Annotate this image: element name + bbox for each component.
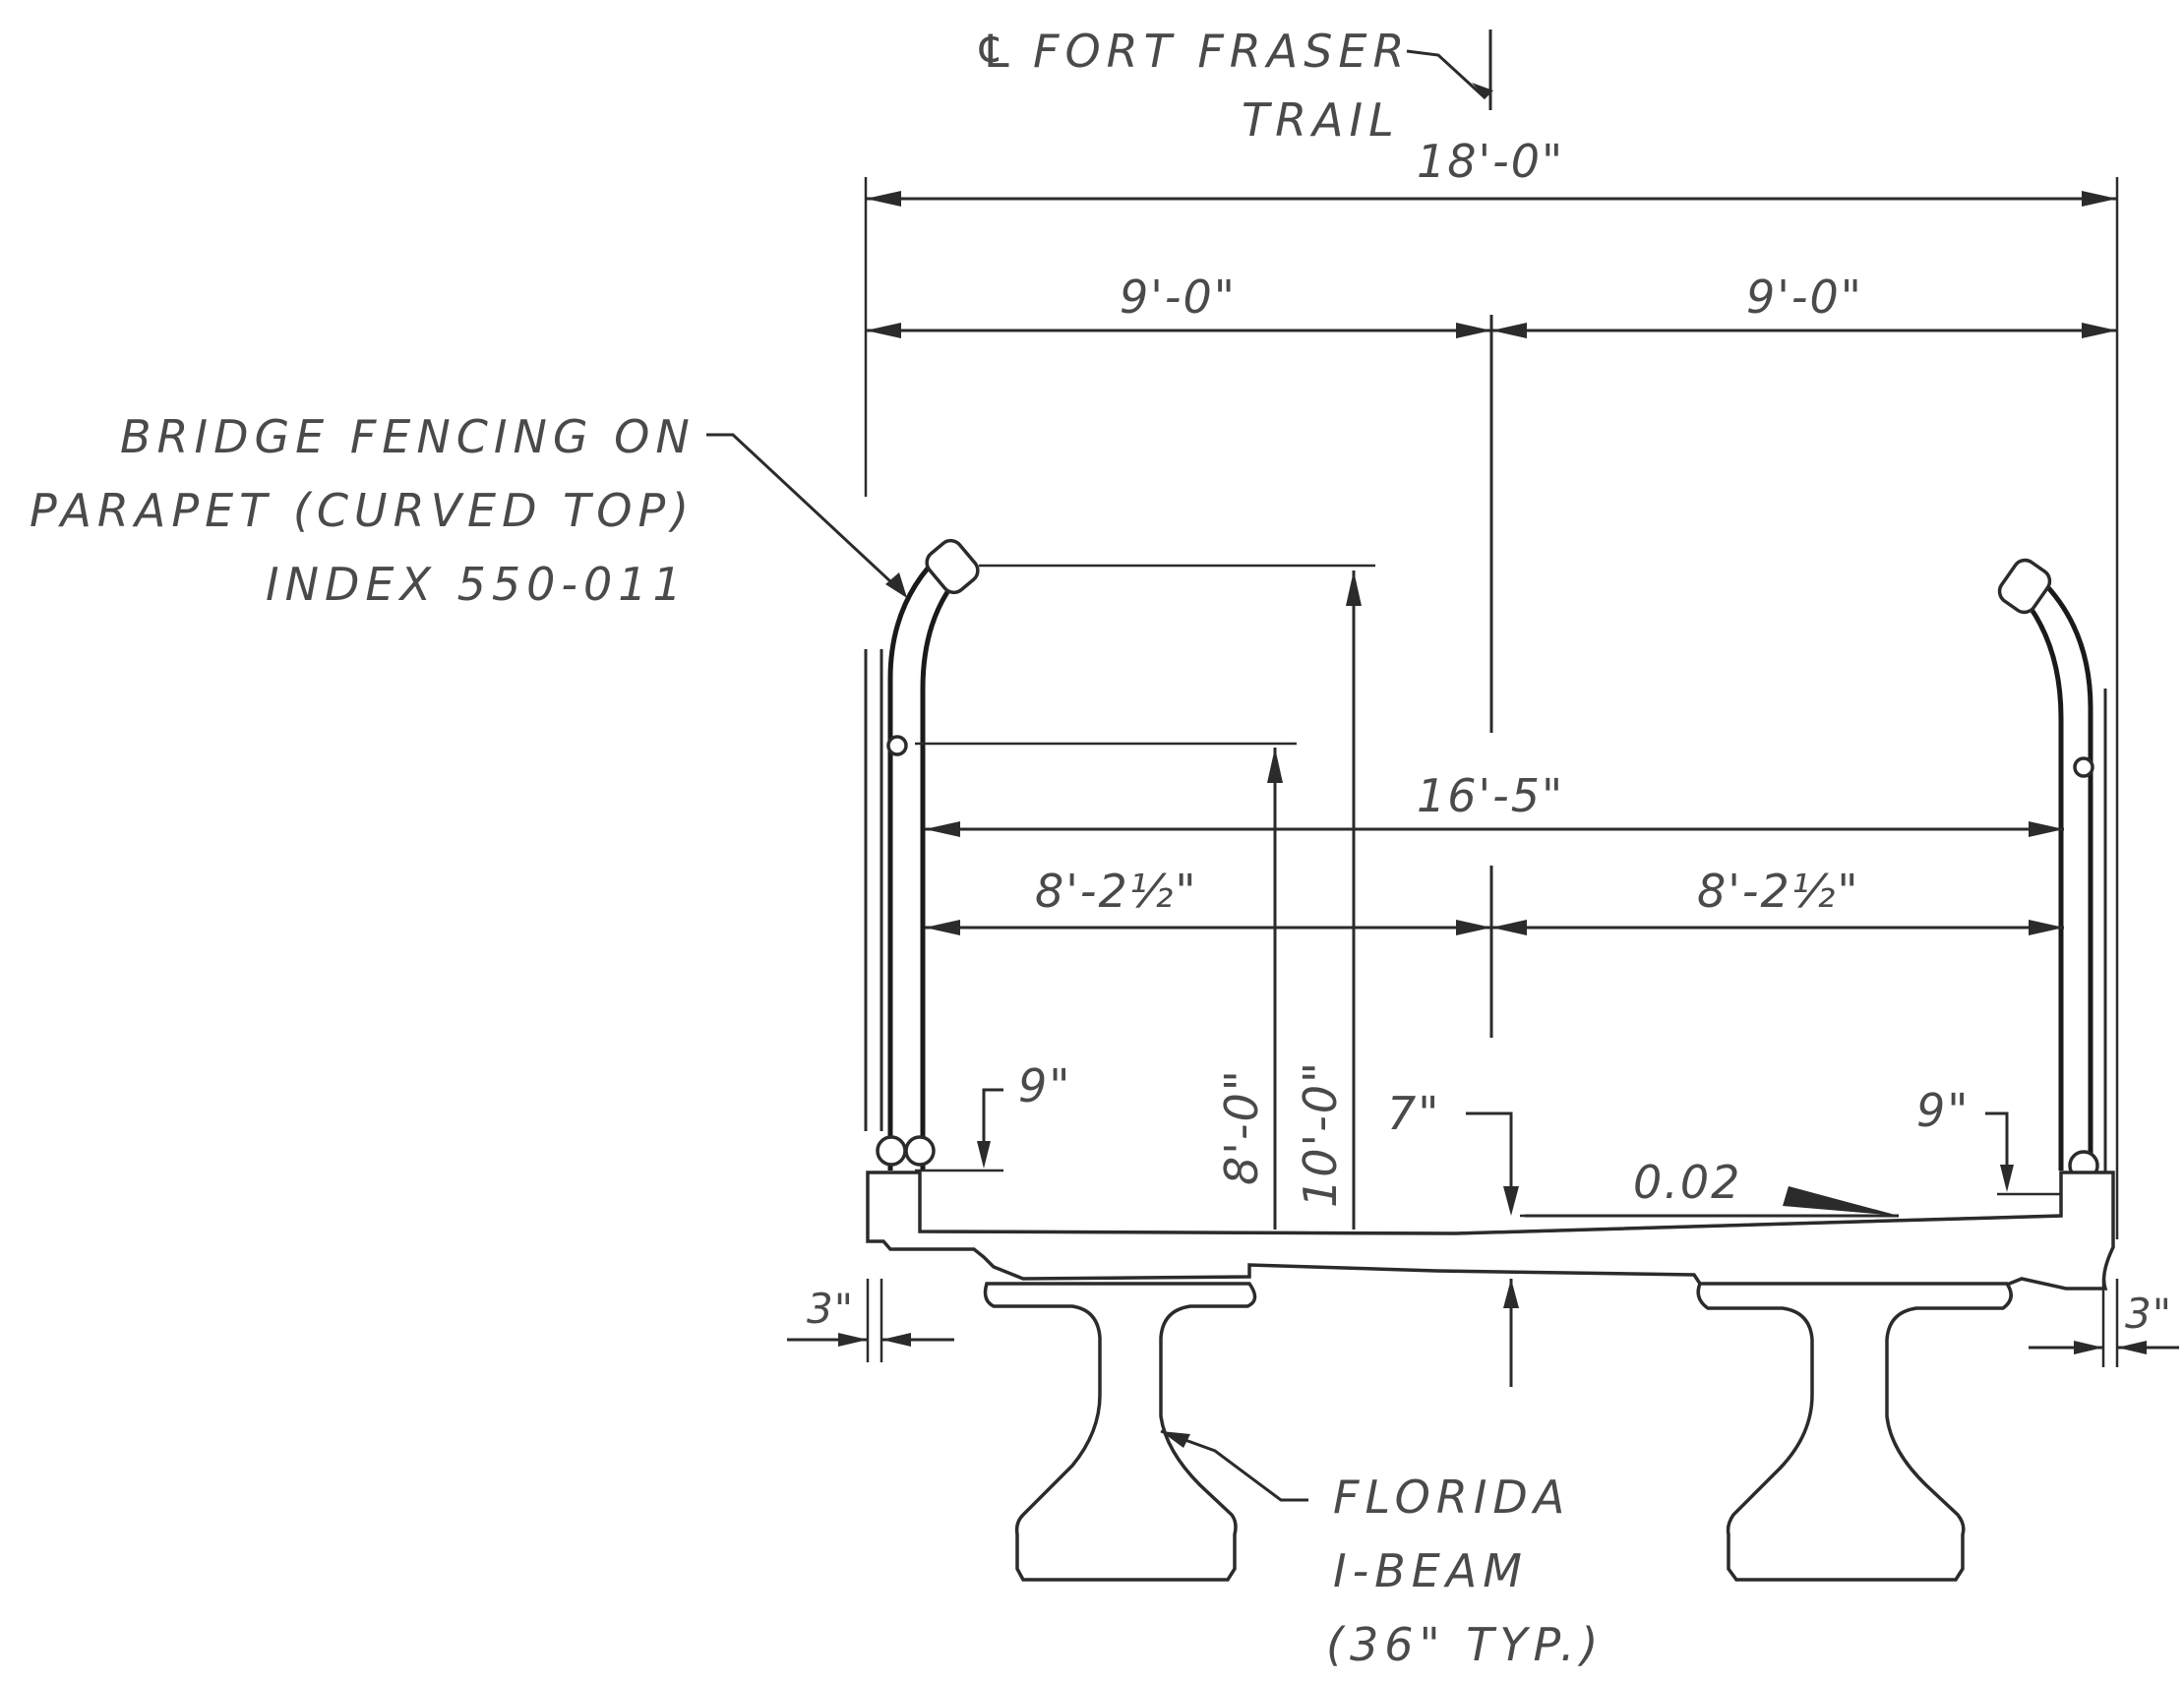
- fencing-label-line3: INDEX 550-011: [266, 558, 688, 611]
- overhang-left-text: 3": [807, 1285, 854, 1333]
- overhang-right-arrow-a: [2074, 1341, 2103, 1354]
- clear-half-arrow-left-inner: [1456, 920, 1491, 935]
- left-fence-rail-bolt: [886, 735, 908, 756]
- centerline-leader-arrowhead: [1472, 83, 1493, 98]
- fence-height-dimensions: 8'-0" 10'-0": [915, 564, 1375, 1230]
- fencing-leader-arrowhead: [885, 572, 907, 598]
- overhang-right-text: 3": [2125, 1290, 2172, 1338]
- parapet-left-arrow: [977, 1141, 991, 1169]
- parapet-height-left: 9": [915, 1059, 1071, 1172]
- left-fence: [864, 538, 980, 1171]
- right-girder-outline: [1696, 1282, 2013, 1582]
- half-width-left-text: 9'-0": [1120, 270, 1237, 324]
- deck-thickness-dimension: 7": [1387, 1087, 1584, 1387]
- overall-arrow-left: [866, 191, 901, 207]
- beam-callout: FLORIDA I-BEAM (36" TYP.): [1160, 1429, 1604, 1671]
- deck-thickness-leader-top: [1466, 1111, 1513, 1190]
- clear-width-text: 16'-5": [1417, 769, 1564, 822]
- left-fence-top-cap: [925, 538, 980, 595]
- clear-half-right-text: 8'-2½": [1697, 865, 1860, 918]
- centerline-callout: ℄ FORT FRASER TRAIL: [974, 25, 1493, 147]
- left-girder-outline: [983, 1282, 1257, 1582]
- deck-thickness-text: 7": [1387, 1087, 1440, 1140]
- fencing-label-line1: BRIDGE FENCING ON: [120, 410, 696, 463]
- deck-top-surface-left: [919, 1230, 1457, 1235]
- fence-height-8-arrow-top: [1267, 748, 1283, 783]
- half-width-right-text: 9'-0": [1746, 270, 1863, 324]
- overall-width-dimension: 18'-0": [864, 135, 2119, 1239]
- right-fence-inner-post: [2015, 588, 2064, 1171]
- overhang-left: 3": [787, 1279, 954, 1362]
- left-fence-inner-post: [920, 564, 971, 1171]
- parapet-height-left-text: 9": [1018, 1059, 1071, 1112]
- half-arrow-left-inner: [1456, 323, 1491, 338]
- parapet-left-leader: [982, 1088, 1003, 1161]
- deck-thickness-arrow-top: [1503, 1186, 1519, 1216]
- parapet-height-right-text: 9": [1916, 1084, 1970, 1137]
- right-girder: [1696, 1282, 2013, 1582]
- right-fence-top-cap: [1997, 558, 2052, 615]
- beam-leader-arrowhead: [1161, 1431, 1190, 1448]
- deck-thickness-arrow-bottom: [1503, 1279, 1519, 1308]
- clear-arrow-right: [2029, 821, 2064, 837]
- beam-label-line1: FLORIDA: [1333, 1471, 1570, 1524]
- cross-slope: 0.02: [1525, 1156, 1899, 1218]
- fencing-leader: [706, 433, 907, 597]
- half-arrow-right-inner: [1491, 323, 1527, 338]
- centerline-symbol: ℄: [974, 25, 1020, 78]
- fence-height-10-text: 10'-0": [1294, 1060, 1347, 1208]
- half-arrow-right-outer: [2082, 323, 2117, 338]
- clear-width-dimension: 16'-5": [925, 769, 2064, 837]
- beam-label-line2: I-BEAM: [1333, 1544, 1528, 1597]
- fencing-callout: BRIDGE FENCING ON PARAPET (CURVED TOP) I…: [30, 410, 907, 611]
- deck-top-surface-right: [1455, 1214, 2062, 1235]
- overhang-left-arrow-a: [838, 1333, 868, 1347]
- left-girder: [983, 1282, 1257, 1582]
- right-fence: [1997, 558, 2107, 1181]
- overhang-right: 3": [2029, 1279, 2179, 1367]
- parapet-right-leader: [1985, 1111, 2009, 1185]
- beam-leader: [1160, 1429, 1308, 1502]
- left-fence-base-bolt-2: [904, 1135, 936, 1167]
- half-width-dimension: 9'-0" 9'-0": [866, 270, 2117, 338]
- left-fence-outer-post: [887, 549, 946, 1171]
- half-arrow-left-outer: [866, 323, 901, 338]
- fencing-label-line2: PARAPET (CURVED TOP): [30, 484, 695, 537]
- deck-slab-outline: [866, 1171, 2115, 1291]
- left-fence-base-bolt-1: [876, 1135, 907, 1167]
- slope-arrow: [1783, 1186, 1899, 1216]
- clear-half-dimension: 8'-2½" 8'-2½": [925, 865, 2064, 935]
- fence-height-10-arrow-top: [1346, 570, 1362, 606]
- clear-half-left-text: 8'-2½": [1035, 865, 1198, 918]
- clear-arrow-left: [925, 821, 960, 837]
- beam-label-line3: (36" TYP.): [1326, 1618, 1604, 1671]
- centerline-label-line2: TRAIL: [1242, 93, 1400, 147]
- clear-half-arrow-right-outer: [2029, 920, 2064, 935]
- deck-slab: [866, 1171, 2115, 1291]
- slope-text: 0.02: [1633, 1156, 1741, 1209]
- clear-half-arrow-left-outer: [925, 920, 960, 935]
- parapet-height-right: 9": [1916, 1084, 2061, 1196]
- centerline-label-line1: FORT FRASER: [1033, 25, 1410, 78]
- overall-width-text: 18'-0": [1417, 135, 1564, 188]
- overall-arrow-right: [2082, 191, 2117, 207]
- clear-half-arrow-right-inner: [1491, 920, 1527, 935]
- right-fence-outer-post: [2039, 578, 2093, 1171]
- centerline-leader: [1406, 49, 1487, 100]
- overhang-left-arrow-b: [881, 1333, 911, 1347]
- overhang-right-arrow-b: [2117, 1341, 2147, 1354]
- right-fence-rail-bolt: [2073, 756, 2094, 778]
- parapet-right-arrow: [2000, 1165, 2014, 1192]
- fence-height-8-text: 8'-0": [1215, 1068, 1268, 1185]
